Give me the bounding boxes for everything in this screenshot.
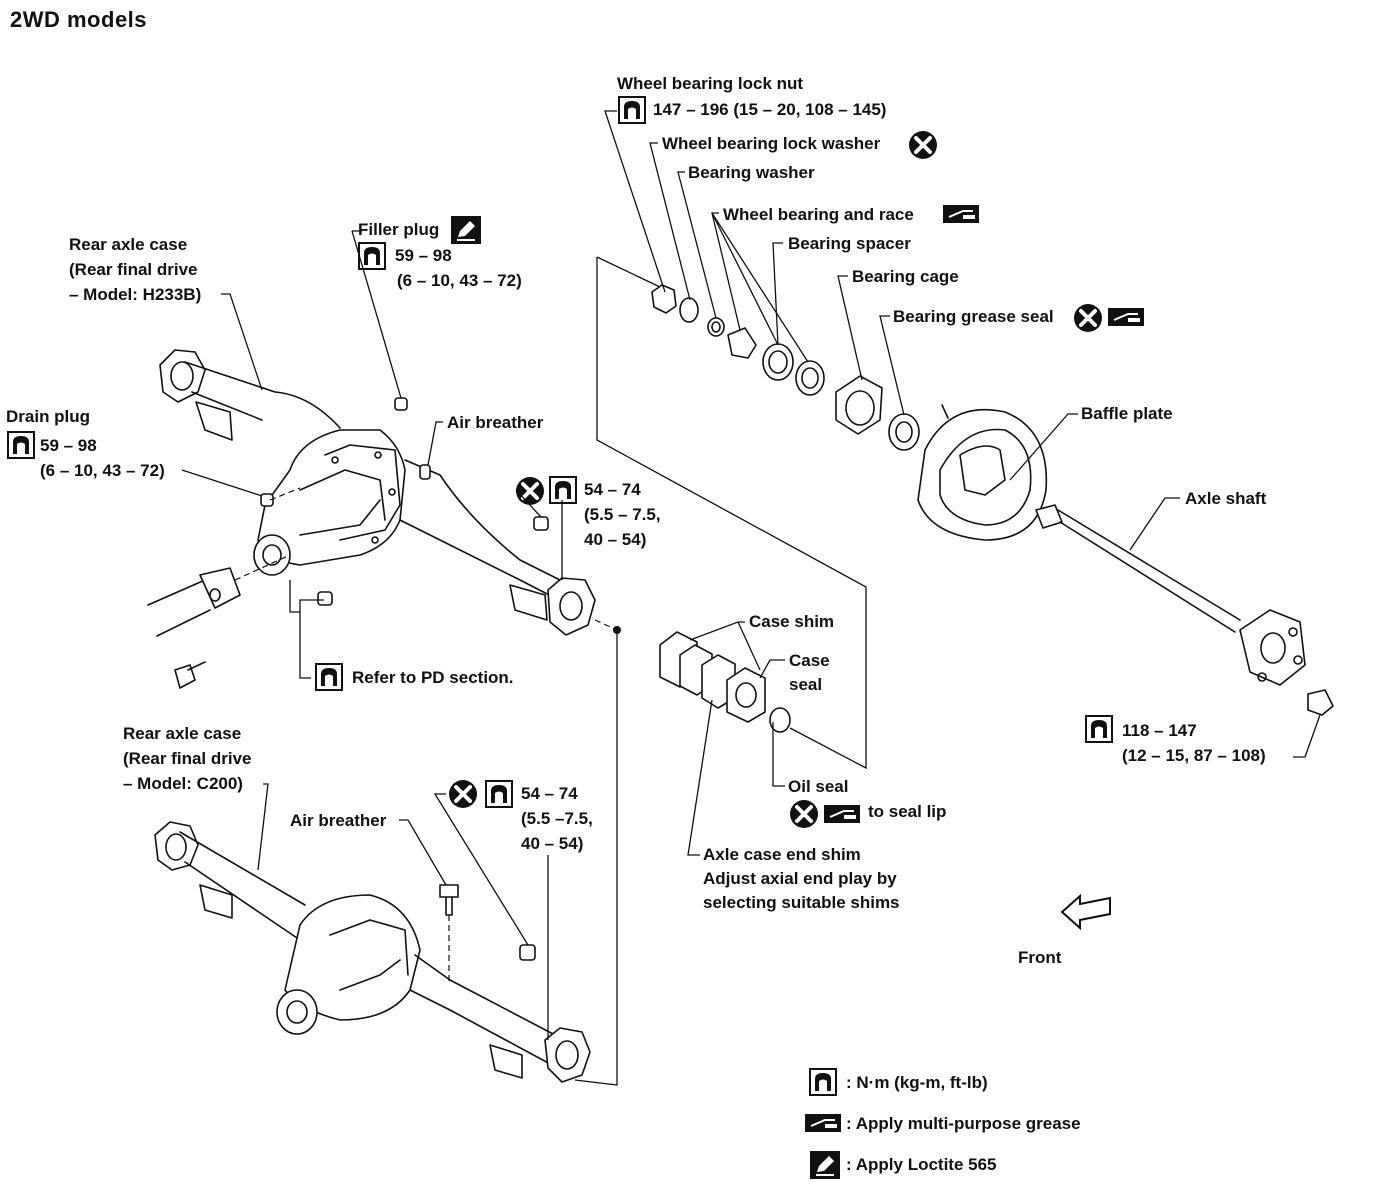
axle-case-end-shim-label: Axle case end shim <box>703 845 861 864</box>
baffle-plate <box>917 404 1048 541</box>
grease-icon <box>804 1113 842 1133</box>
do-not-reuse-x-icon <box>514 475 546 507</box>
leader-lines <box>181 110 1321 1040</box>
air-breather-top-label: Air breather <box>447 413 544 432</box>
drain-torque-imperial-label: (6 – 10, 43 – 72) <box>40 461 165 480</box>
loctite-icon <box>809 1150 841 1180</box>
nut-torque-bottom-ftlb-label: 40 – 54) <box>521 834 584 853</box>
hub-torque-imperial-label: (12 – 15, 87 – 108) <box>1122 746 1266 765</box>
axle-case-end-shim-note: Adjust axial end play by <box>703 869 897 888</box>
rear-axle-c200-model-label: – Model: C200) <box>123 774 243 793</box>
oil-seal-label: Oil seal <box>788 777 849 796</box>
baffle-plate-label: Baffle plate <box>1081 404 1173 423</box>
torque-wrench-icon <box>809 1068 837 1096</box>
bearing-grease-seal-label: Bearing grease seal <box>893 307 1054 326</box>
drain-torque-label: 59 – 98 <box>40 436 97 455</box>
rear-axle-c200-sub-label: (Rear final drive <box>123 749 252 768</box>
page-title: 2WD models <box>10 7 148 32</box>
bearing-spacer-label: Bearing spacer <box>788 234 911 253</box>
bearing-washer-label: Bearing washer <box>688 163 815 182</box>
rear-axle-h233b-model-label: – Model: H233B) <box>69 285 202 304</box>
rear-axle-c200-label: Rear axle case <box>123 724 242 743</box>
case-seal-label-2: seal <box>789 675 823 694</box>
refer-pd-section-label: Refer to PD section. <box>352 668 514 687</box>
axle-case-end-shim-note-2: selecting suitable shims <box>703 893 900 912</box>
torque-wrench-icon <box>358 242 386 270</box>
rear-axle-case-h233b <box>147 349 618 689</box>
axle-shaft <box>1035 504 1334 716</box>
torque-wrench-icon <box>315 663 343 691</box>
grease-icon <box>942 204 980 224</box>
legend-loctite-label: : Apply Loctite 565 <box>846 1155 997 1174</box>
wheel-bearing-and-race-label: Wheel bearing and race <box>723 205 914 224</box>
nut-torque-top-label: 54 – 74 <box>584 480 641 499</box>
front-arrow-icon <box>1061 895 1111 929</box>
grease-icon <box>1107 307 1145 327</box>
rear-axle-h233b-sub-label: (Rear final drive <box>69 260 198 279</box>
case-seal-label: Case <box>789 651 830 670</box>
nut-torque-bottom-label: 54 – 74 <box>521 784 578 803</box>
torque-wrench-icon <box>1085 715 1113 743</box>
do-not-reuse-x-icon <box>1072 302 1104 334</box>
do-not-reuse-x-icon <box>907 129 939 161</box>
nut-torque-bottom-kgm-label: (5.5 –7.5, <box>521 809 593 828</box>
torque-wrench-icon <box>618 96 646 124</box>
case-shims <box>659 631 791 733</box>
filler-torque-imperial-label: (6 – 10, 43 – 72) <box>397 271 522 290</box>
front-label: Front <box>1018 948 1062 967</box>
bearing-cage-label: Bearing cage <box>852 267 959 286</box>
legend-grease-label: : Apply multi-purpose grease <box>846 1114 1081 1133</box>
do-not-reuse-x-icon <box>447 778 479 810</box>
legend-torque-label: : N·m (kg-m, ft-lb) <box>846 1073 988 1092</box>
grease-icon <box>823 804 861 824</box>
filler-plug-label: Filler plug <box>358 220 440 239</box>
do-not-reuse-x-icon <box>788 798 820 830</box>
torque-wrench-icon <box>549 476 577 504</box>
drain-plug-label: Drain plug <box>6 407 91 426</box>
bearing-stack <box>651 284 920 451</box>
torque-wrench-icon <box>485 780 513 808</box>
air-breather-bottom-label: Air breather <box>290 811 387 830</box>
rear-axle-case-c200 <box>154 821 591 1083</box>
wheel-bearing-lock-nut-label: Wheel bearing lock nut <box>617 74 804 93</box>
nut-torque-top-kgm-label: (5.5 – 7.5, <box>584 505 661 524</box>
nut-torque-top-ftlb-label: 40 – 54) <box>584 530 647 549</box>
filler-torque-label: 59 – 98 <box>395 246 452 265</box>
connector-line <box>574 630 618 1086</box>
case-shim-label: Case shim <box>749 612 835 631</box>
lock-nut-torque-label: 147 – 196 (15 – 20, 108 – 145) <box>653 100 887 119</box>
hub-torque-label: 118 – 147 <box>1122 721 1197 740</box>
axle-shaft-label: Axle shaft <box>1185 489 1267 508</box>
rear-axle-h233b-label: Rear axle case <box>69 235 188 254</box>
torque-wrench-icon <box>7 431 35 459</box>
wheel-bearing-lock-washer-label: Wheel bearing lock washer <box>662 134 881 153</box>
loctite-icon <box>450 215 482 245</box>
explode-outline <box>596 256 867 770</box>
oil-seal-note-label: to seal lip <box>868 802 947 821</box>
